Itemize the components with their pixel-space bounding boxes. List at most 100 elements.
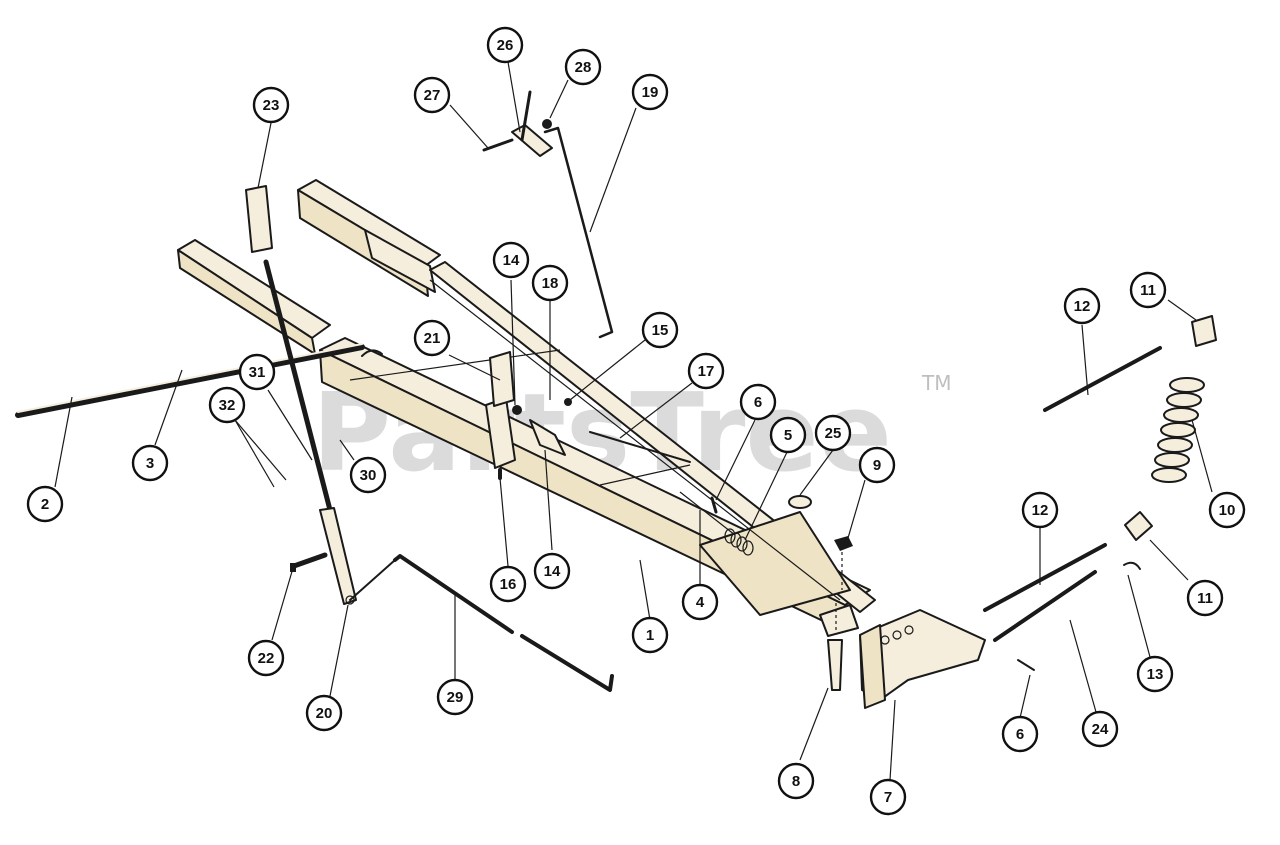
callout-18: 18 xyxy=(531,264,569,302)
svg-text:8: 8 xyxy=(792,773,800,790)
svg-text:23: 23 xyxy=(263,97,280,114)
rod-part-2-highlight xyxy=(17,343,363,413)
callout-8: 8 xyxy=(777,762,815,800)
lever-shaft-upper xyxy=(263,259,333,513)
spring-part-10 xyxy=(1151,377,1205,483)
callout-32: 32 xyxy=(208,386,246,424)
svg-text:11: 11 xyxy=(1140,282,1156,299)
svg-text:25: 25 xyxy=(825,425,842,442)
callout-7: 7 xyxy=(869,778,907,816)
callout-2: 2 xyxy=(26,485,64,523)
svg-text:19: 19 xyxy=(642,84,659,101)
svg-text:15: 15 xyxy=(652,322,669,339)
bracket-part-7-face xyxy=(859,624,886,709)
watermark-tm: TM xyxy=(921,371,951,395)
nut-part-14 xyxy=(512,405,522,415)
callout-17: 17 xyxy=(687,352,725,390)
callout-9: 9 xyxy=(858,446,896,484)
svg-text:14: 14 xyxy=(544,563,561,580)
callout-30: 30 xyxy=(349,456,387,494)
callout-12-lower: 12 xyxy=(1021,491,1059,529)
pin-part-6-upper xyxy=(710,496,718,514)
svg-text:21: 21 xyxy=(424,330,441,347)
svg-text:6: 6 xyxy=(754,394,762,411)
svg-text:2: 2 xyxy=(41,496,49,513)
pin-part-3 xyxy=(361,349,383,357)
svg-text:1: 1 xyxy=(646,627,654,644)
callout-14-upper: 14 xyxy=(492,241,530,279)
callout-27: 27 xyxy=(413,76,451,114)
svg-text:20: 20 xyxy=(316,705,333,722)
bracket-part-26 xyxy=(511,124,553,157)
rod-part-29-lower xyxy=(520,634,614,692)
callout-14-lower: 14 xyxy=(533,552,571,590)
svg-text:18: 18 xyxy=(542,275,559,292)
svg-text:7: 7 xyxy=(884,789,892,806)
main-frame-edge-c xyxy=(599,464,691,486)
rod-part-24 xyxy=(993,570,1097,642)
callout-24: 24 xyxy=(1081,710,1119,748)
rod-part-12-upper xyxy=(1043,346,1162,412)
bracket-hole-1 xyxy=(880,635,890,645)
svg-text:22: 22 xyxy=(258,650,275,667)
bolt-part-8 xyxy=(827,639,843,691)
rod-part-19 xyxy=(543,126,614,339)
callout-3: 3 xyxy=(131,444,169,482)
callout-20: 20 xyxy=(305,694,343,732)
callout-31: 31 xyxy=(238,353,276,391)
rod-part-4 xyxy=(679,491,736,536)
svg-text:16: 16 xyxy=(500,576,517,593)
callout-6-upper: 6 xyxy=(739,383,777,421)
block-part-11-upper xyxy=(1191,315,1217,347)
upper-rail-right-end xyxy=(364,229,436,293)
svg-text:30: 30 xyxy=(360,467,377,484)
rod-part-17 xyxy=(589,431,691,463)
bracket-hole-3 xyxy=(904,625,914,635)
rod-part-29-link xyxy=(349,559,396,601)
svg-text:27: 27 xyxy=(424,87,441,104)
callout-4: 4 xyxy=(681,583,719,621)
pin-part-26 xyxy=(520,90,532,142)
nut-part-9 xyxy=(834,536,853,551)
callout-26: 26 xyxy=(486,26,524,64)
svg-text:14: 14 xyxy=(503,252,520,269)
callout-23: 23 xyxy=(252,86,290,124)
parts-drawing xyxy=(15,90,1217,709)
bracket-upper xyxy=(489,351,515,407)
spring-part-5 xyxy=(724,528,754,556)
bracket-hole-2 xyxy=(892,630,902,640)
svg-text:13: 13 xyxy=(1147,666,1164,683)
svg-text:6: 6 xyxy=(1016,726,1024,743)
screw-part-27 xyxy=(482,138,514,152)
frame-end-cap xyxy=(819,604,859,637)
svg-text:26: 26 xyxy=(497,37,514,54)
svg-text:17: 17 xyxy=(698,363,715,380)
callout-16: 16 xyxy=(489,565,527,603)
callout-22: 22 xyxy=(247,639,285,677)
callout-25: 25 xyxy=(814,414,852,452)
svg-text:24: 24 xyxy=(1092,721,1109,738)
callout-1: 1 xyxy=(631,616,669,654)
callout-13: 13 xyxy=(1136,655,1174,693)
rod-part-29-upper xyxy=(393,554,514,634)
leader-lines xyxy=(54,61,1213,781)
callout-28: 28 xyxy=(564,48,602,86)
callout-11-lower: 11 xyxy=(1186,579,1224,617)
washer-part-25 xyxy=(788,495,812,509)
svg-text:31: 31 xyxy=(249,364,266,381)
rod-part-12-lower xyxy=(983,543,1107,612)
lever-part-20 xyxy=(319,507,357,605)
svg-text:12: 12 xyxy=(1074,298,1091,315)
callout-29: 29 xyxy=(436,678,474,716)
svg-text:29: 29 xyxy=(447,689,464,706)
svg-text:32: 32 xyxy=(219,397,236,414)
callout-10: 10 xyxy=(1208,491,1246,529)
callouts: 1 2 3 4 5 6 6 7 8 9 10 11 11 12 12 13 14… xyxy=(26,26,1246,816)
callout-19: 19 xyxy=(631,73,669,111)
pin-part-13 xyxy=(1123,561,1141,570)
svg-text:4: 4 xyxy=(696,594,705,611)
svg-text:5: 5 xyxy=(784,427,792,444)
svg-text:3: 3 xyxy=(146,455,154,472)
pin-part-6-lower xyxy=(1017,659,1035,671)
